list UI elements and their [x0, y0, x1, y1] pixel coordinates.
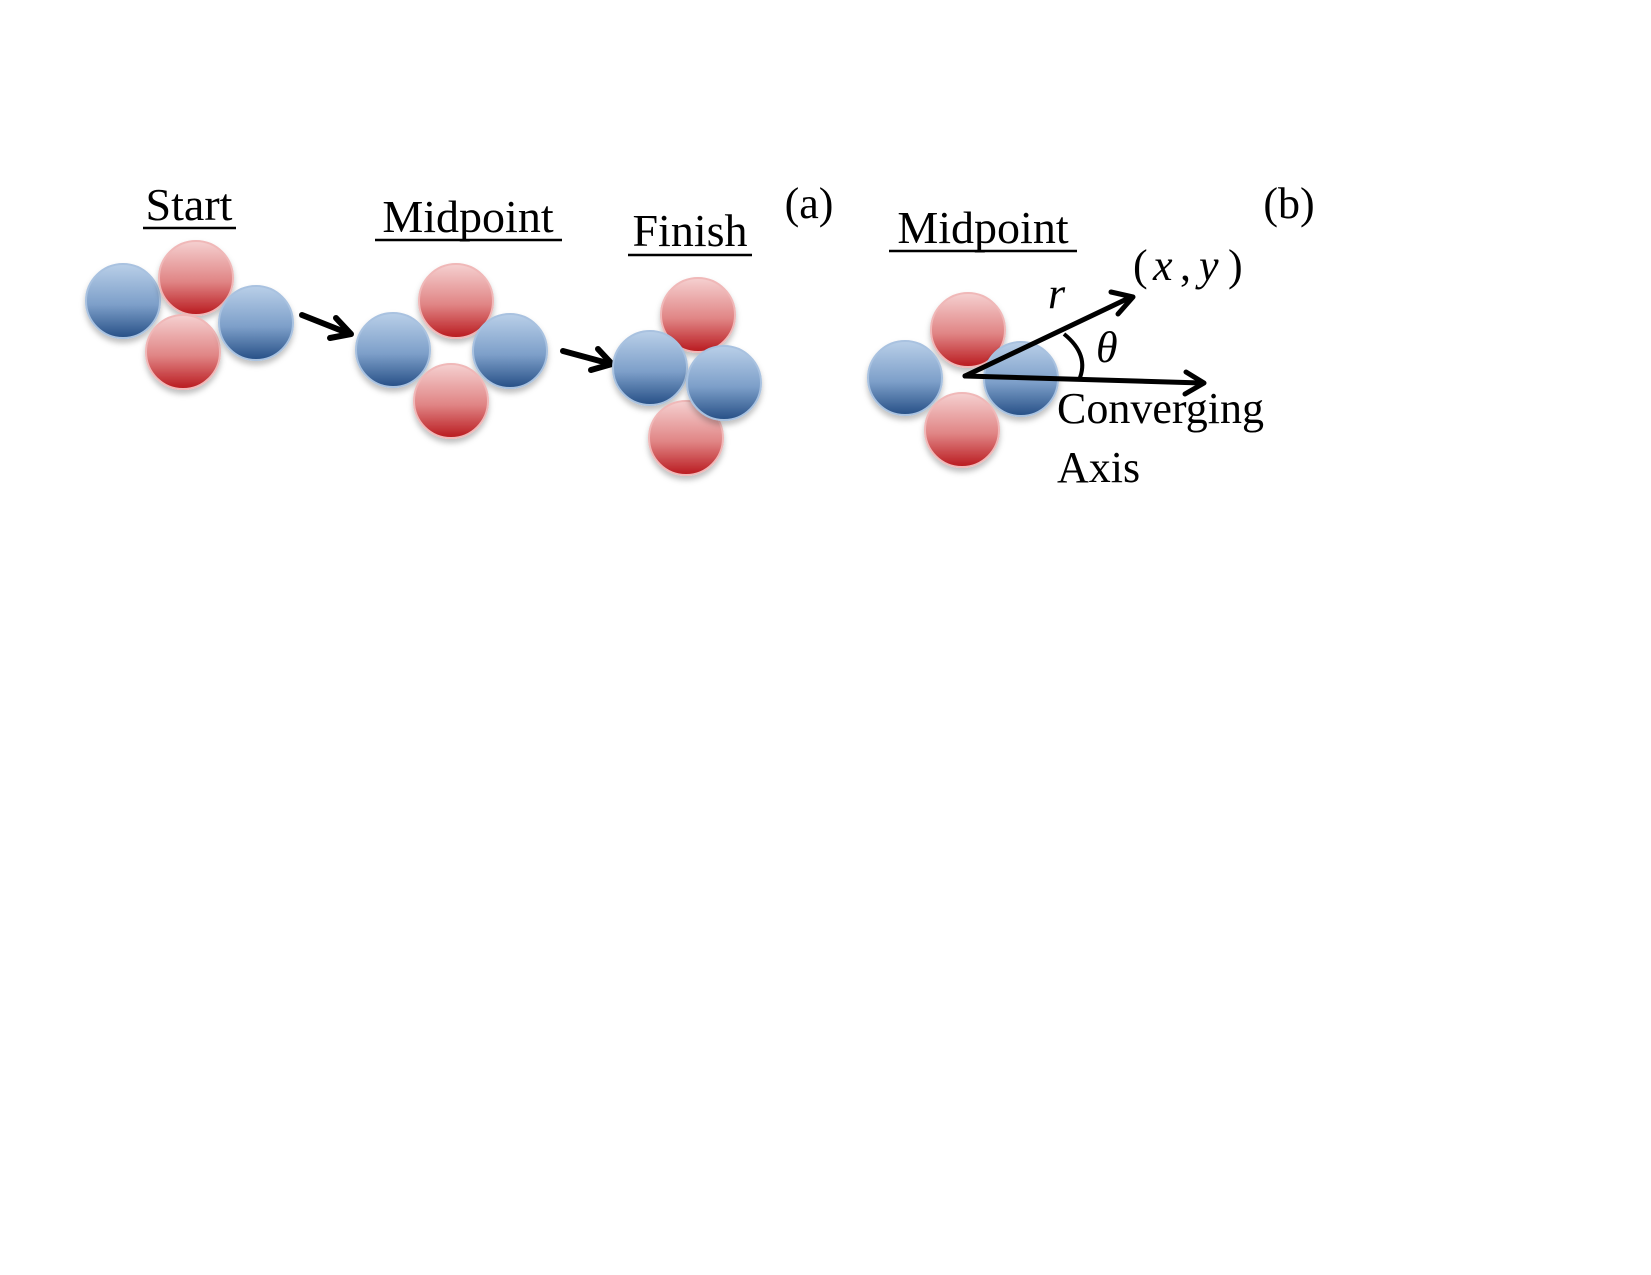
blue-particle: [472, 313, 548, 389]
r-label: r: [1048, 269, 1066, 318]
r-vector: [962, 289, 1136, 379]
blue-particle: [218, 285, 294, 361]
converging-axis-label-line1: Converging: [1057, 384, 1264, 433]
point-x: x: [1152, 241, 1173, 290]
red-particle: [930, 292, 1006, 368]
finish-title: Finish: [632, 205, 747, 256]
converging-axis-label-line2: Axis: [1057, 443, 1140, 492]
red-particle: [924, 392, 1000, 468]
panel-b-label: (b): [1263, 179, 1314, 228]
start-cluster: [85, 240, 294, 390]
point-open-paren: (: [1133, 241, 1148, 290]
point-label: ( x , y ): [1133, 241, 1243, 290]
red-particle: [158, 240, 234, 316]
finish-cluster: [612, 277, 762, 476]
transition-arrow: [299, 312, 354, 341]
midpoint-title-a: Midpoint: [382, 191, 553, 242]
red-particle: [145, 314, 221, 390]
blue-particle: [867, 340, 943, 416]
midpoint-title-b: Midpoint: [897, 202, 1068, 253]
red-particle: [413, 363, 489, 439]
start-title: Start: [146, 179, 233, 230]
red-particle: [660, 277, 736, 353]
point-y: y: [1195, 241, 1219, 290]
point-close-paren: ): [1228, 241, 1243, 290]
point-comma: ,: [1180, 241, 1191, 290]
blue-particle: [355, 312, 431, 388]
blue-particle: [686, 345, 762, 421]
blue-particle: [85, 263, 161, 339]
red-particle: [648, 400, 724, 476]
converging-axis-arrow: [962, 369, 1207, 397]
midpoint-cluster-a: [355, 263, 548, 439]
theta-label: θ: [1096, 323, 1118, 372]
transition-arrow: [560, 346, 615, 373]
theta-angle-arc: [1062, 332, 1085, 381]
red-particle: [418, 263, 494, 339]
panel-a-label: (a): [785, 179, 834, 228]
blue-particle: [612, 330, 688, 406]
